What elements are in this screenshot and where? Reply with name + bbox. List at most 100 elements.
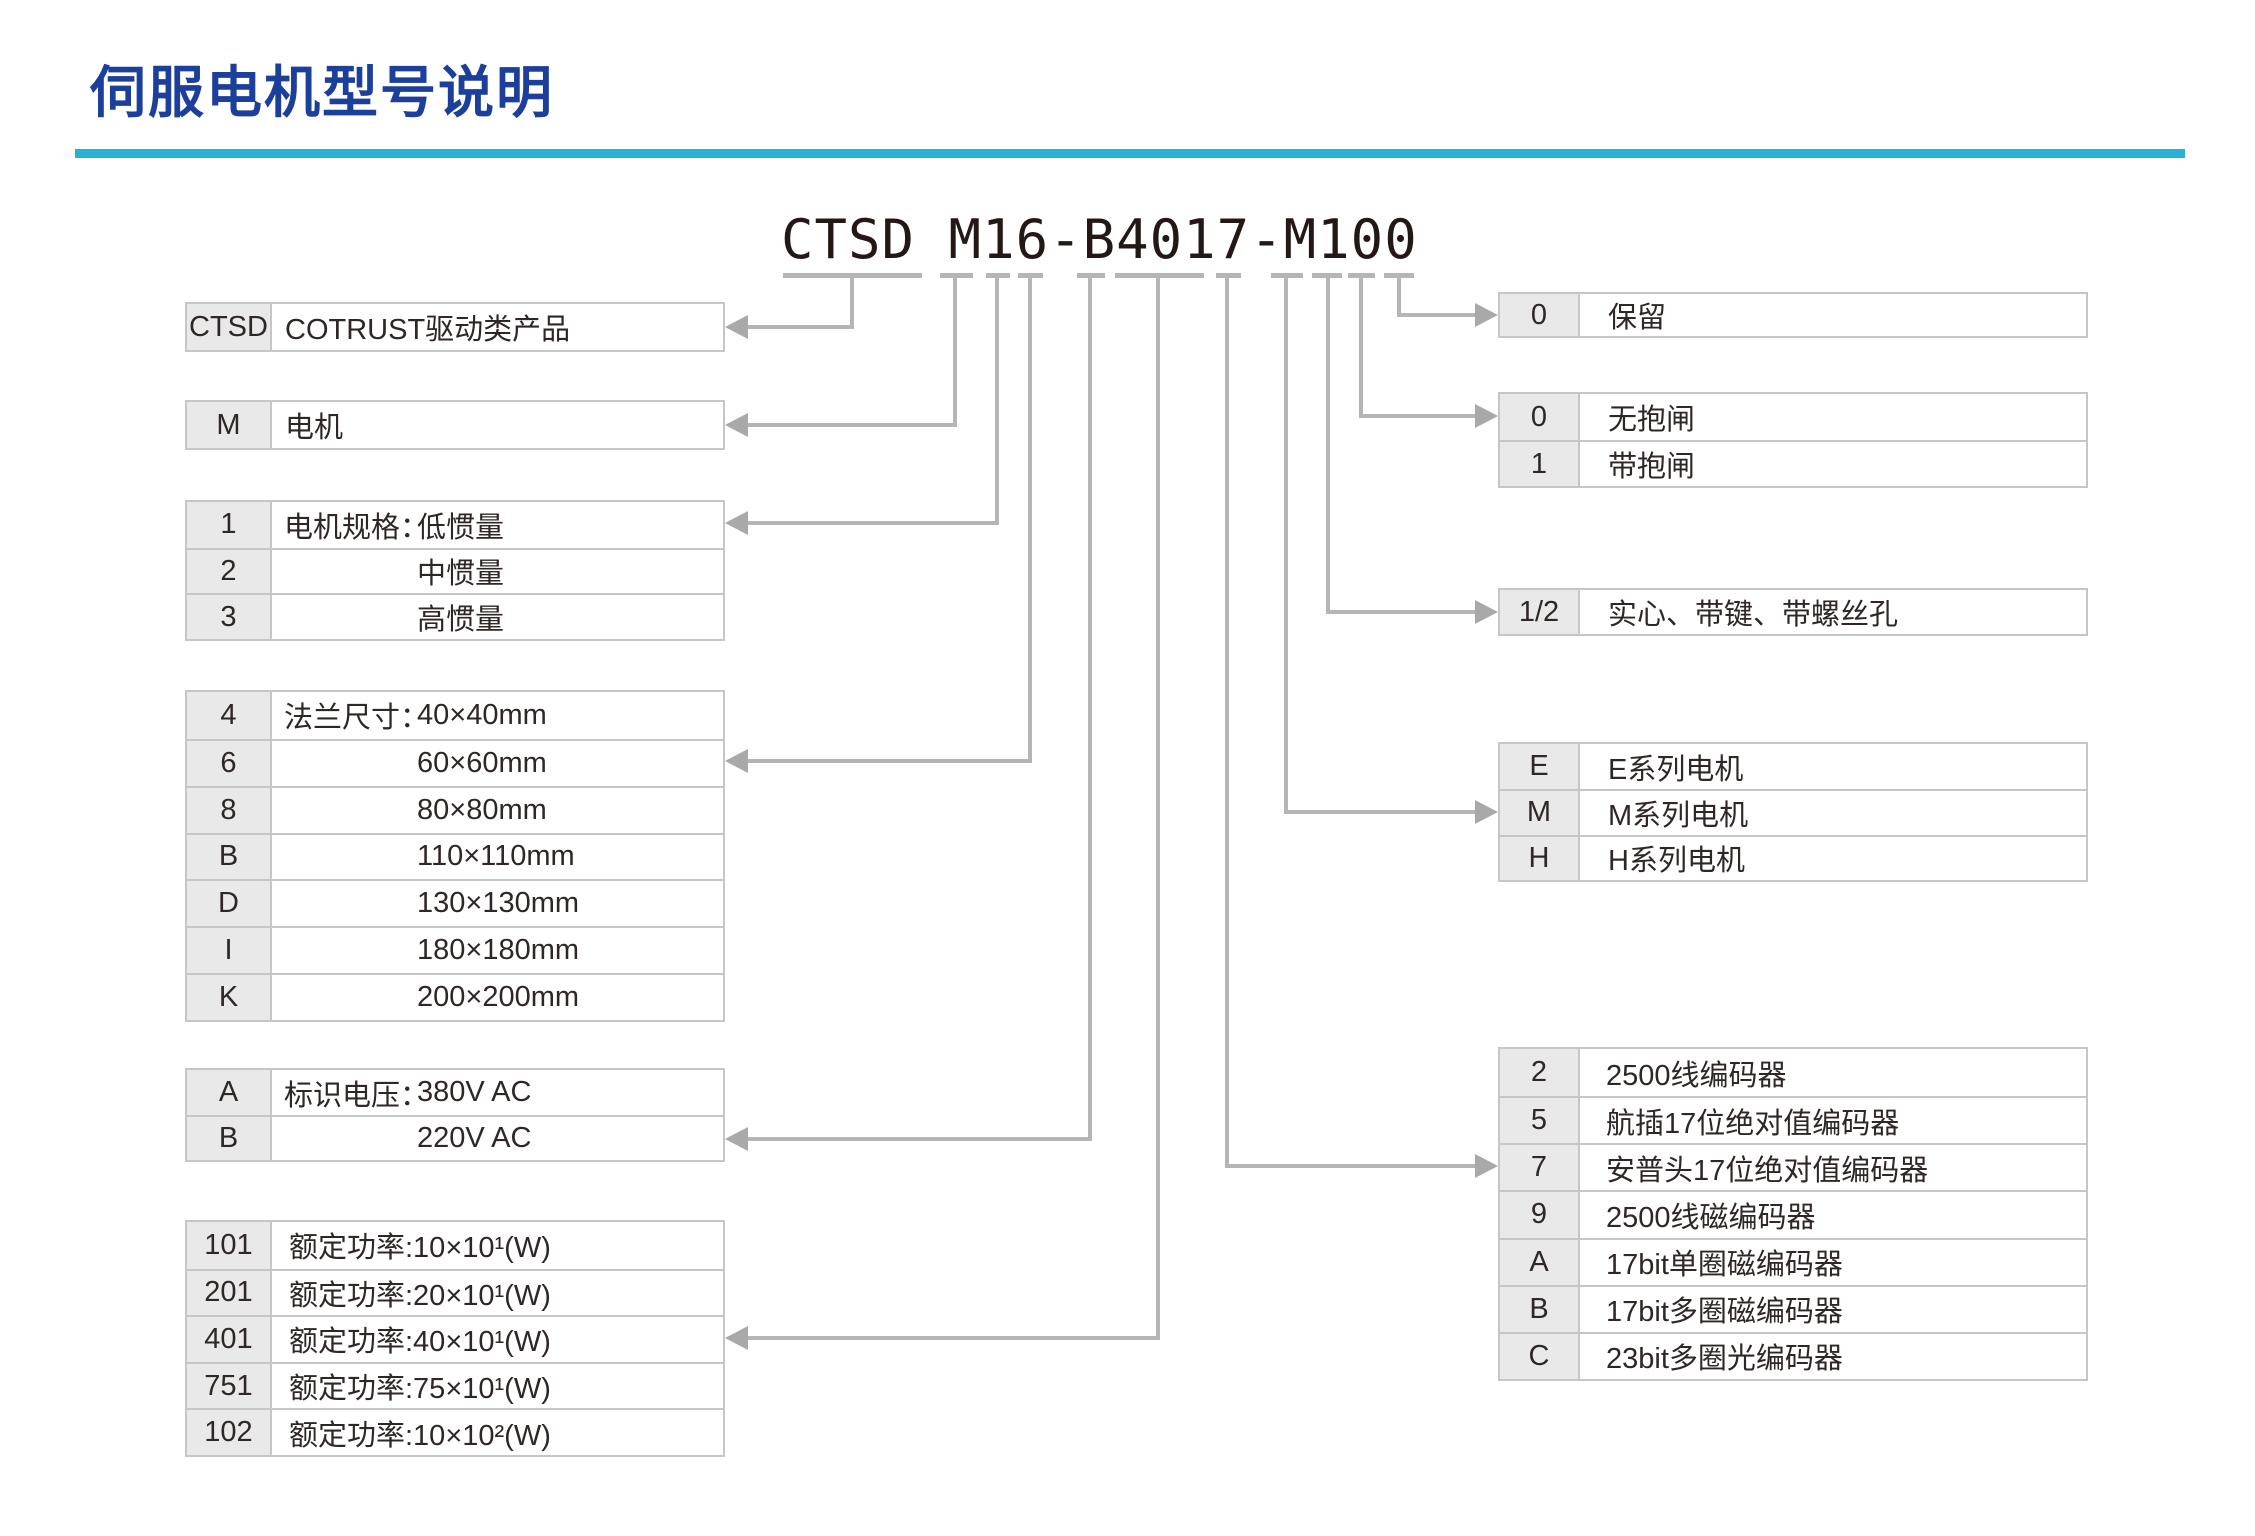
connector-hline <box>747 759 1032 763</box>
description-cell: 实心、带键、带螺丝孔 <box>1580 590 2086 634</box>
description-cell: 60×60mm <box>272 741 723 786</box>
description-value: 额定功率:10×10²(W) <box>289 1419 551 1452</box>
model-segment-underline <box>1384 273 1414 278</box>
code-cell: C <box>1500 1333 1580 1379</box>
description-value: 110×110mm <box>417 840 575 873</box>
description-value: 中惯量 <box>417 558 505 591</box>
table-row: C 23bit多圈光编码器 <box>1500 1331 2086 1379</box>
code-cell: 101 <box>187 1222 272 1269</box>
description-cell: 180×180mm <box>272 928 723 973</box>
description-value: 额定功率:20×10¹(W) <box>289 1279 551 1312</box>
table-row: B 110×110mm <box>187 832 723 880</box>
arrowhead-left-icon <box>725 749 748 773</box>
description-value: 23bit多圈光编码器 <box>1606 1343 1843 1376</box>
connector-vline <box>1359 276 1363 418</box>
description-cell: 17bit多圈磁编码器 <box>1580 1287 2086 1332</box>
description-value: 80×80mm <box>417 793 547 826</box>
connector-hline <box>747 1336 1160 1340</box>
code-cell: H <box>1500 836 1580 880</box>
description-cell: 23bit多圈光编码器 <box>1580 1334 2086 1379</box>
connector-hline <box>1326 610 1475 614</box>
connector-hline <box>1397 313 1475 317</box>
description-value: H系列电机 <box>1608 845 1745 878</box>
connector-vline <box>1225 276 1229 1168</box>
description-cell: 220V AC <box>272 1117 723 1160</box>
description-cell: 额定功率:20×10¹(W) <box>272 1271 723 1316</box>
description-value: 17bit多圈磁编码器 <box>1606 1296 1843 1329</box>
description-value: 安普头17位绝对值编码器 <box>1606 1154 1929 1187</box>
description-value: 高惯量 <box>417 604 505 637</box>
model-segment-underline <box>1348 273 1375 278</box>
arrowhead-right-icon <box>1475 404 1498 428</box>
connector-hline <box>747 423 957 427</box>
connector-hline <box>1359 414 1475 418</box>
description-value: 低惯量 <box>417 511 505 544</box>
arrowhead-left-icon <box>725 1127 748 1151</box>
arrowhead-right-icon <box>1475 1154 1498 1178</box>
description-cell: 80×80mm <box>272 788 723 833</box>
description-value: 航插17位绝对值编码器 <box>1606 1107 1900 1140</box>
page-title: 伺服电机型号说明 <box>90 61 554 124</box>
code-cell: 1 <box>1500 442 1580 486</box>
description-value: 额定功率:40×10¹(W) <box>289 1326 551 1359</box>
model-segment-underline <box>1312 273 1342 278</box>
description-cell: 带抱闸 <box>1580 442 2086 486</box>
code-cell: 751 <box>187 1363 272 1409</box>
description-cell: 2500线磁编码器 <box>1580 1192 2086 1237</box>
code-cell: E <box>1500 744 1580 790</box>
description-value: 180×180mm <box>417 934 580 967</box>
connector-hline <box>1225 1164 1475 1168</box>
description-value: 130×130mm <box>417 887 580 920</box>
description-value: 220V AC <box>417 1122 532 1154</box>
description-value: 2500线编码器 <box>1606 1059 1787 1092</box>
description-cell: 标识电压：380V AC <box>272 1070 723 1115</box>
code-cell: A <box>1500 1239 1580 1285</box>
table-row: H H系列电机 <box>1500 834 2086 880</box>
code-cell: B <box>187 834 272 880</box>
description-cell: 200×200mm <box>272 975 723 1020</box>
description-cell: 17bit单圈磁编码器 <box>1580 1240 2086 1285</box>
description-cell: 保留 <box>1580 294 2086 336</box>
description-cell: 安普头17位绝对值编码器 <box>1580 1145 2086 1190</box>
connector-hline <box>747 325 854 329</box>
description-cell: 电机规格：低惯量 <box>272 502 723 548</box>
model-number: CTSD M16-B4017-M100 <box>781 208 1418 271</box>
code-cell: 6 <box>187 740 272 786</box>
code-cell: 1 <box>187 502 272 548</box>
description-cell: 电机 <box>272 402 723 448</box>
code-cell: 8 <box>187 787 272 833</box>
code-cell: 0 <box>1500 394 1580 440</box>
description-cell: 法兰尺寸：40×40mm <box>272 692 723 739</box>
connector-vline <box>953 276 957 427</box>
description-cell: 高惯量 <box>272 595 723 639</box>
code-cell: M <box>187 402 272 448</box>
title-underline-rule <box>75 149 2185 158</box>
description-cell: 无抱闸 <box>1580 394 2086 440</box>
description-cell: M系列电机 <box>1580 791 2086 834</box>
description-cell: COTRUST驱动类产品 <box>272 304 723 350</box>
model-segment-underline <box>1018 273 1043 278</box>
